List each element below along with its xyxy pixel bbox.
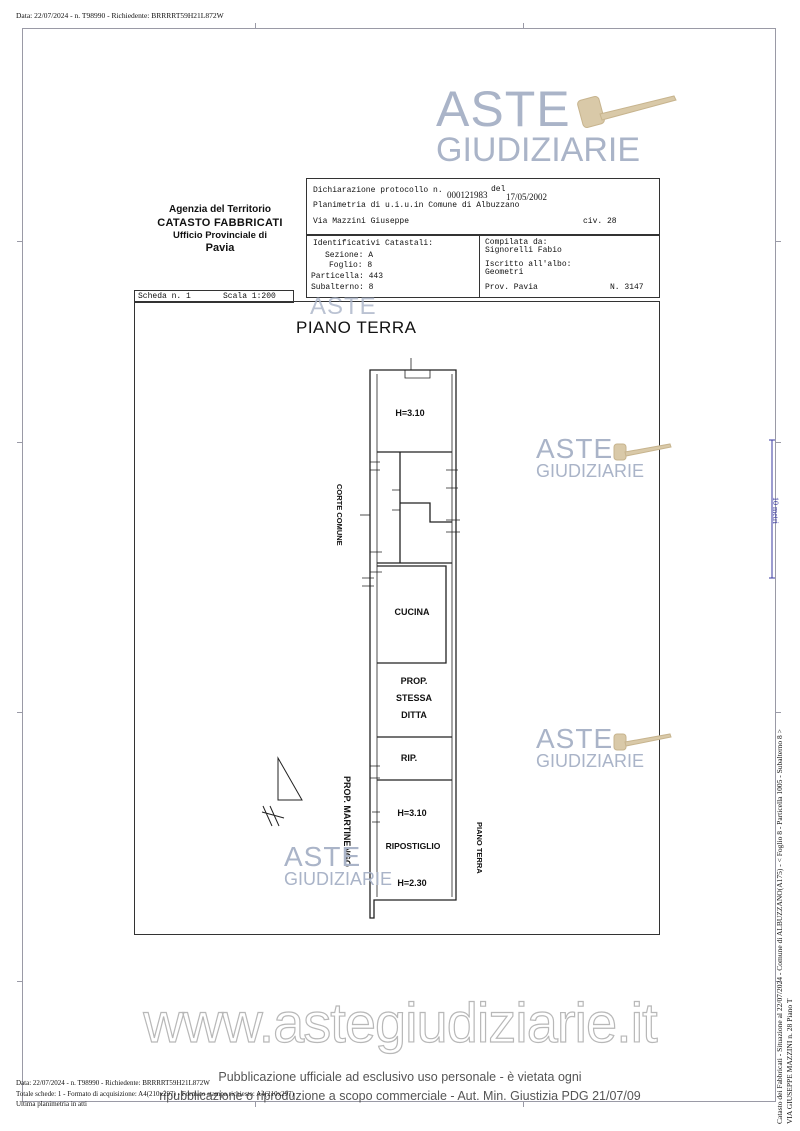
footer-format-line: Totale schede: 1 - Formato di acquisizio… <box>16 1090 294 1098</box>
publication-notice-line1: Pubblicazione ufficiale ad esclusivo uso… <box>218 1070 582 1084</box>
protocol-number: 000121983 <box>447 190 488 200</box>
scheda-number: Scheda n. 1 <box>138 292 191 301</box>
prop-label: PROP. <box>400 676 428 686</box>
watermark-giudiziarie: GIUDIZIARIE <box>536 750 645 771</box>
address-line: Via Mazzini Giuseppe <box>313 217 410 226</box>
watermark-giudiziarie: GIUDIZIARIE <box>284 868 393 889</box>
province-value: Prov. Pavia <box>485 283 538 292</box>
watermark-aste: ASTE <box>310 293 377 320</box>
identifiers-title: Identificativi Catastali: <box>313 239 434 248</box>
gavel-icon <box>577 95 677 128</box>
protocol-label: Dichiarazione protocollo n. <box>313 186 443 195</box>
watermark-logo-small: ASTE <box>310 293 377 320</box>
protocol-del-label: del <box>491 185 506 194</box>
side-address-line: VIA GIUSEPPE MAZZINI n. 28 Piano T <box>785 998 794 1125</box>
room-height-bot: H=2.30 <box>397 878 427 888</box>
watermark-giudiziarie: GIUDIZIARIE <box>536 460 645 481</box>
watermark-logo-mid: ASTE GIUDIZIARIE <box>536 433 645 481</box>
identifiers-box: Identificativi Catastali: Sezione: A Fog… <box>306 234 660 298</box>
agency-block: Agenzia del Territorio CATASTO FABBRICAT… <box>140 204 300 256</box>
room-ripostiglio: RIPOSTIGLIO <box>385 841 441 851</box>
plan-title: PIANO TERRA <box>296 318 417 337</box>
page-frame <box>17 23 781 1107</box>
watermark-aste: ASTE <box>536 433 614 464</box>
particella-value: Particella: 443 <box>311 272 384 281</box>
scale-value: Scala 1:200 <box>223 292 276 301</box>
website-watermark: www.astegiudiziarie.it <box>143 990 659 1054</box>
room-height-top: H=3.10 <box>395 408 425 418</box>
foglio-value: Foglio: 8 <box>329 261 373 270</box>
protocol-date: 17/05/2002 <box>506 192 548 202</box>
agency-name: Agenzia del Territorio <box>168 204 272 215</box>
publication-notice-line2: ripubblicazione o riproduzione a scopo c… <box>159 1089 641 1103</box>
compilata-name: Signorelli Fabio <box>485 246 562 255</box>
room-rip: RIP. <box>400 753 418 763</box>
planimetria-line: Planimetria di u.i.u.in Comune di Albuzz… <box>313 201 520 210</box>
room-prop-stessa-ditta: PROP. STESSA DITTA <box>376 673 452 724</box>
catasto-title: CATASTO FABBRICATI <box>157 216 283 229</box>
civic-number: civ. 28 <box>583 217 617 226</box>
gavel-icon <box>613 733 672 751</box>
office-city: Pavia <box>205 242 235 255</box>
iscritto-value: Geometri <box>485 268 524 277</box>
identifiers-left: Identificativi Catastali: Sezione: A Fog… <box>307 235 480 297</box>
subalterno-value: Subalterno: 8 <box>311 283 374 292</box>
compilata-label: Compilata da: <box>485 238 548 247</box>
registration-number: N. 3147 <box>610 283 644 292</box>
protocol-box: Dichiarazione protocollo n. 000121983 de… <box>306 178 660 236</box>
piano-terra-vertical-label: PIANO TERRA <box>475 822 484 874</box>
side-catasto-line: Catasto dei Fabbricati - Situazione al 2… <box>775 729 784 1124</box>
stessa-label: STESSA <box>395 693 432 703</box>
watermark-logo-low: ASTE GIUDIZIARIE <box>536 723 645 771</box>
sezione-value: Sezione: A <box>325 251 374 260</box>
ditta-label: DITTA <box>401 710 427 720</box>
watermark-aste: ASTE <box>284 841 362 872</box>
watermark-giudiziarie: GIUDIZIARIE <box>436 130 641 169</box>
scale-bar-label: 10 metri <box>771 497 780 524</box>
floor-plan-frame <box>134 301 660 935</box>
corte-comune-label: CORTE COMUNE <box>335 484 344 546</box>
scheda-strip: Scheda n. 1 Scala 1:200 <box>134 290 294 303</box>
gavel-icon <box>613 443 672 461</box>
iscritto-label: Iscritto all'albo: <box>485 260 572 269</box>
office-label: Ufficio Provinciale di <box>173 230 267 242</box>
header-request-line: Data: 22/07/2024 - n. T98990 - Richieden… <box>16 11 224 20</box>
watermark-logo-plan: ASTE GIUDIZIARIE <box>284 841 393 889</box>
watermark-logo-top: ASTE GIUDIZIARIE <box>436 81 641 169</box>
footer-last-planimetry: Ultima planimetria in atti <box>16 1100 87 1108</box>
watermark-aste: ASTE <box>536 723 614 754</box>
room-cucina: CUCINA <box>394 607 430 617</box>
watermark-aste: ASTE <box>436 81 571 137</box>
footer-request-line: Data: 22/07/2024 - n. T98990 - Richieden… <box>16 1079 210 1087</box>
room-height-mid: H=3.10 <box>397 808 427 818</box>
